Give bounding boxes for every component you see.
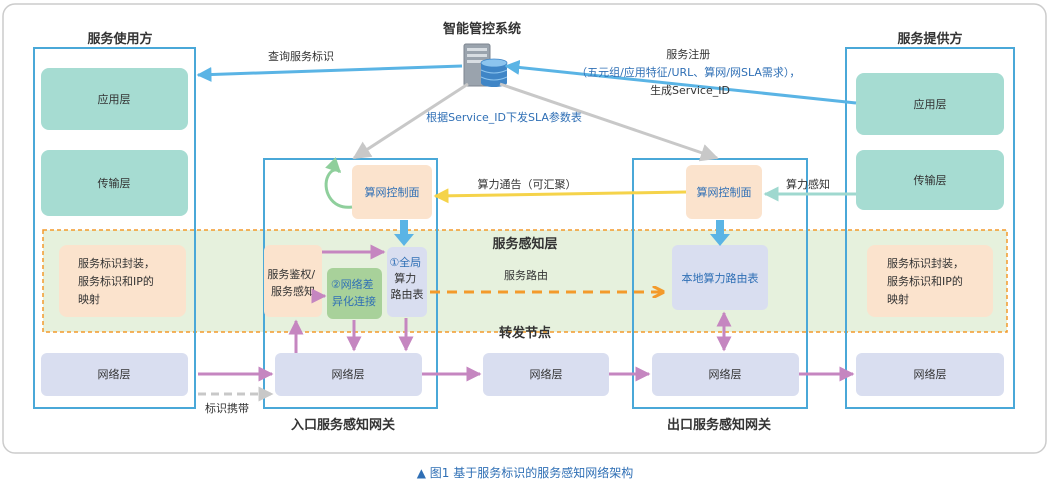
advert-arrow — [433, 188, 687, 204]
ingress-gateway-title: 入口服务感知网关 — [291, 417, 395, 433]
ingress-global-route-text: ①全局 算力 路由表 — [389, 255, 424, 301]
provider-encap-box — [867, 245, 993, 317]
sla-label: 根据Service_ID下发SLA参数表 — [426, 110, 582, 124]
provider-transport-layer — [856, 150, 1004, 210]
consumer-app-label: 应用层 — [98, 92, 131, 106]
egress-ctrl-down-arrow — [710, 220, 730, 246]
consumer-transport-layer — [41, 150, 188, 216]
provider-transport-label: 传输层 — [914, 173, 947, 187]
register-arrow — [504, 59, 857, 105]
provider-app-label: 应用层 — [914, 97, 947, 111]
ingress-network-layer — [275, 353, 422, 396]
ingress-auth-box — [264, 245, 322, 317]
ingress-network-label: 网络层 — [332, 367, 365, 381]
egress-control-plane-label: 算网控制面 — [697, 185, 752, 199]
provider-encap-text: 服务标识封装， 服务标识和IP的 映射 — [887, 256, 968, 306]
provider-network-layer — [856, 353, 1004, 396]
egress-local-route-label: 本地算力路由表 — [682, 271, 759, 285]
egress-gateway-title: 出口服务感知网关 — [667, 417, 771, 433]
system-title: 智能管控系统 — [443, 21, 521, 37]
consumer-network-layer — [41, 353, 188, 396]
egress-control-plane — [686, 165, 762, 219]
ingress-diff-box — [327, 268, 382, 319]
control-loop-arrow — [324, 157, 353, 209]
egress-network-layer — [652, 353, 799, 396]
consumer-encap-text: 服务标识封装， 服务标识和IP的 映射 — [78, 256, 159, 306]
consumer-network-label: 网络层 — [98, 367, 131, 381]
sla-arrow-egress — [499, 82, 719, 162]
consumer-frame — [33, 47, 196, 409]
ingress-ctrl-down-arrow — [394, 220, 414, 246]
query-label: 查询服务标识 — [268, 49, 334, 63]
advert-label: 算力通告（可汇聚） — [478, 177, 577, 191]
provider-network-label: 网络层 — [914, 367, 947, 381]
id-carry-label: 标识携带 — [205, 401, 249, 415]
provider-app-layer — [856, 73, 1004, 135]
egress-network-label: 网络层 — [709, 367, 742, 381]
figure-caption: ▲ 图1 基于服务标识的服务感知网络架构 — [417, 465, 634, 480]
consumer-transport-label: 传输层 — [98, 176, 131, 190]
egress-gateway-frame — [632, 158, 808, 409]
provider-frame — [845, 47, 1015, 409]
egress-local-route-box — [672, 245, 768, 310]
ingress-control-plane — [352, 165, 432, 219]
consumer-app-layer — [41, 68, 188, 130]
sla-arrow-ingress — [352, 82, 469, 160]
consumer-encap-box — [59, 245, 186, 317]
zone-label-forwarding: 转发节点 — [499, 325, 551, 341]
ingress-global-route-box — [387, 247, 427, 317]
sense-label: 算力感知 — [786, 177, 830, 191]
consumer-title: 服务使用方 — [87, 31, 152, 47]
provider-title: 服务提供方 — [897, 31, 962, 47]
forward-network-label: 网络层 — [530, 367, 563, 381]
ingress-control-plane-label: 算网控制面 — [365, 185, 420, 199]
query-arrow — [196, 64, 463, 83]
register-label: 服务注册 （五元组/应用特征/URL、算网/网SLA需求）， 生成Service… — [576, 47, 804, 97]
ingress-auth-text: 服务鉴权/ 服务感知 — [267, 268, 318, 298]
service-route-label: 服务路由 — [504, 268, 548, 282]
zone-label-service-aware: 服务感知层 — [492, 236, 557, 252]
ingress-diff-text: ②网络差 异化连接 — [331, 277, 377, 308]
forward-network-layer — [483, 353, 609, 396]
server-database-icon — [463, 43, 508, 87]
